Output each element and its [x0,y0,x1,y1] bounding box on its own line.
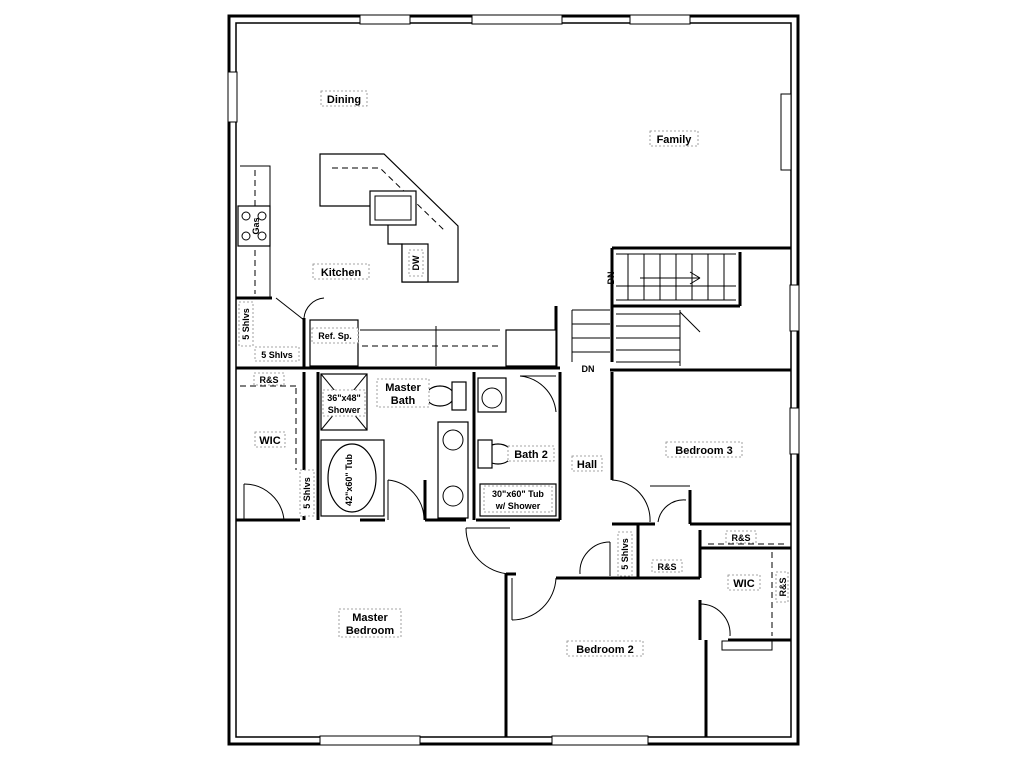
room-label-wic-right: WIC [733,578,754,590]
room-wic-right: WIC [727,574,761,591]
label-rod-shelf-right-side: R&S [778,577,788,596]
label-rod-shelf-left: R&S [259,375,278,385]
kitchen-counters [237,153,557,367]
exterior-walls [227,14,800,746]
windows [227,14,800,746]
room-bath2: Bath 2 [507,445,555,462]
room-bedroom2: Bedroom 2 [566,640,644,657]
room-master-bedroom: Master Bedroom [338,608,402,638]
room-label-master-bedroom-2: Bedroom [346,625,395,637]
label-bath2-tub-size: 30"x60" Tub [492,489,544,499]
room-label-bedroom2: Bedroom 2 [576,644,633,656]
room-label-master-bath-2: Bath [391,395,416,407]
label-master-tub: 42"x60" Tub [344,454,354,506]
room-label-bath2: Bath 2 [514,449,548,461]
room-dining: Dining [320,90,368,107]
room-label-kitchen: Kitchen [321,267,362,279]
room-label-master-bath-1: Master [385,382,421,394]
label-rod-shelf-right-top: R&S [731,533,750,543]
label-hall-shelves: 5 Shlvs [620,538,630,570]
label-stairs-down-upper: DN [606,272,616,285]
label-rod-shelf-hall: R&S [657,562,676,572]
closet-shelves [240,385,788,636]
label-shower-size: 36"x48" [327,393,361,403]
label-stairs-down-lower: DN [582,364,595,374]
label-dishwasher: DW [411,255,421,270]
stairs [571,253,736,366]
fixture-labels: DW Gas Ref. Sp. 5 Shlvs 5 Shlvs 5 Shlvs … [238,217,789,603]
room-kitchen: Kitchen [312,263,370,280]
room-bedroom3: Bedroom 3 [665,441,743,458]
label-pantry-shelves-horizontal: 5 Shlvs [261,350,293,360]
door-swings [243,297,731,637]
room-label-dining: Dining [327,94,361,106]
room-family: Family [649,130,699,147]
room-hall: Hall [571,455,603,472]
room-label-wic-left: WIC [259,435,280,447]
room-label-bedroom3: Bedroom 3 [675,445,732,457]
label-bath2-tub-shower: w/ Shower [495,501,541,511]
room-master-bath: Master Bath [376,378,430,408]
room-label-master-bedroom-1: Master [352,612,388,624]
label-refrigerator-space: Ref. Sp. [318,331,352,341]
label-wic-shelves: 5 Shlvs [302,477,312,509]
label-gas: Gas [251,217,261,234]
room-label-hall: Hall [577,459,597,471]
room-wic-left: WIC [254,431,286,448]
room-label-family: Family [657,134,693,146]
label-shower: Shower [328,405,361,415]
label-pantry-shelves-vertical: 5 Shlvs [241,308,251,340]
